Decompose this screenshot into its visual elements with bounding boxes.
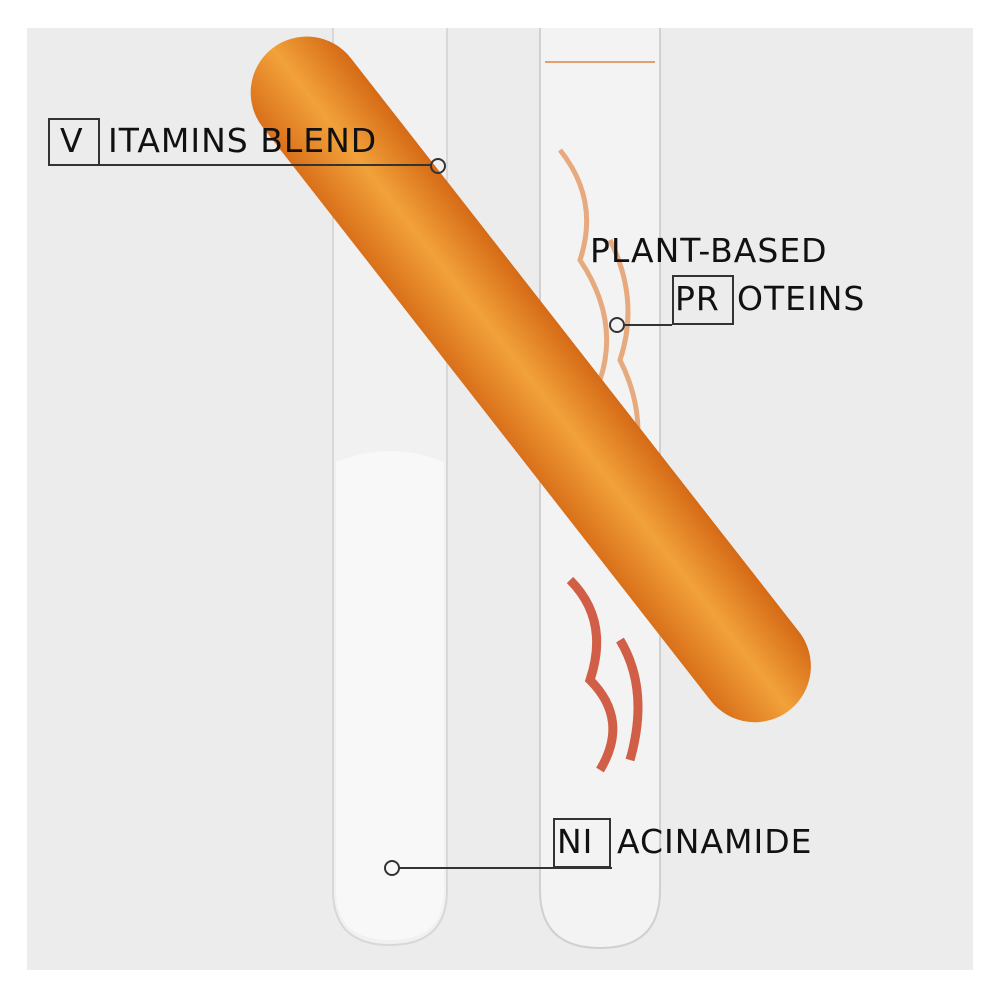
niacinamide-letter-box (553, 818, 611, 868)
niacinamide-label: ACINAMIDE (617, 822, 813, 861)
proteins-boxed-letters: PR (675, 279, 720, 318)
white-cream (336, 451, 444, 940)
proteins-marker (609, 317, 625, 333)
niacinamide-marker (384, 860, 400, 876)
vitamins-letter-box (48, 118, 100, 166)
proteins-letter-box (672, 275, 734, 325)
proteins-label-line1: PLANT-BASED (590, 231, 828, 270)
red-swirl (566, 576, 643, 773)
niacinamide-boxed-letters: NI (557, 822, 594, 861)
proteins-label: OTEINS (737, 279, 866, 318)
orange-test-tube (250, 36, 811, 723)
vitamins-boxed-letter: V (60, 121, 84, 160)
vitamins-marker (430, 158, 446, 174)
vitamins-label: ITAMINS BLEND (108, 121, 378, 160)
background-panel (27, 28, 973, 970)
